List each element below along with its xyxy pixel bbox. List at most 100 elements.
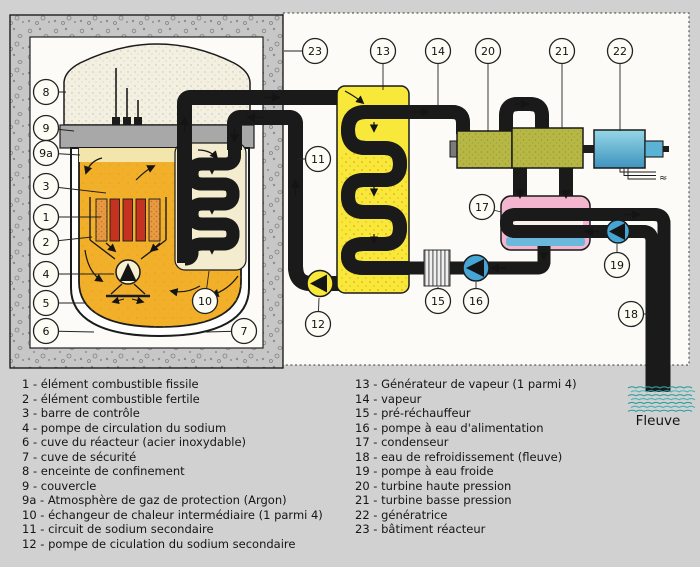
legend-right-column: 13 - Générateur de vapeur (1 parmi 4)14 … <box>355 377 577 537</box>
callout-number: 7 <box>241 325 248 338</box>
callout-1: 1 <box>32 203 101 231</box>
legend-item: 9 - couvercle <box>22 478 97 493</box>
wave-line <box>627 386 693 389</box>
cooling-water-pipes <box>499 208 671 393</box>
legend-item: 14 - vapeur <box>355 391 422 406</box>
callout-16: 16 <box>462 282 490 315</box>
callout-number: 22 <box>613 45 627 58</box>
legend-item: 23 - bâtiment réacteur <box>355 522 486 537</box>
legend-item: 22 - génératrice <box>355 507 448 522</box>
callout-20: 20 <box>474 37 502 132</box>
callout-number: 16 <box>469 295 483 308</box>
callout-number: 11 <box>311 153 325 166</box>
legend-item: 1 - élément combustible fissile <box>22 377 199 391</box>
callout-17: 17 <box>468 193 502 221</box>
fissile-rod <box>109 198 120 242</box>
turbine-generator-set: ≈ <box>449 127 669 184</box>
wave-line <box>630 398 696 401</box>
legend-item: 19 - pompe à eau froide <box>355 464 494 479</box>
callout-number: 13 <box>376 45 390 58</box>
callout-11: 11 <box>297 145 332 173</box>
callout-4: 4 <box>32 260 114 288</box>
callout-number: 4 <box>43 268 50 281</box>
feedwater-pump <box>462 254 490 282</box>
callout-14: 14 <box>424 37 452 107</box>
callout-19: 19 <box>603 244 631 279</box>
fertile-rod <box>148 198 161 242</box>
callout-9a: 9a <box>32 139 81 167</box>
secondary-sodium-loop <box>177 90 341 291</box>
callout-9: 9 <box>32 114 75 142</box>
legend-item: 10 - échangeur de chaleur intermédiaire … <box>22 507 323 522</box>
legend-item: 18 - eau de refroidissement (fleuve) <box>355 449 563 464</box>
river: Fleuve <box>627 386 696 429</box>
steam-generator <box>336 85 409 294</box>
callout-6: 6 <box>32 317 95 345</box>
legend-item: 7 - cuve de sécurité <box>22 449 137 464</box>
wave-line <box>630 405 696 409</box>
callout-number: 9 <box>43 122 50 135</box>
secondary-sodium-pump <box>306 269 334 298</box>
callout-number: 10 <box>198 295 212 308</box>
fissile-rod <box>135 198 146 242</box>
legend-item: 3 - barre de contrôle <box>22 406 140 421</box>
callout-13: 13 <box>369 37 397 90</box>
legend-item: 11 - circuit de sodium secondaire <box>22 522 214 537</box>
callout-number: 8 <box>43 86 50 99</box>
core-fuel-rods <box>89 197 167 260</box>
legend-item: 17 - condenseur <box>355 435 449 450</box>
callout-number: 5 <box>43 297 50 310</box>
callout-10: 10 <box>191 270 219 315</box>
callout-8: 8 <box>32 78 66 106</box>
legend-item: 8 - enceinte de confinement <box>22 464 185 479</box>
primary-pump <box>106 259 150 305</box>
callout-15: 15 <box>424 287 452 315</box>
flow-arrows <box>84 149 239 298</box>
callout-18: 18 <box>617 300 648 328</box>
river-waves <box>627 386 696 413</box>
callout-number: 17 <box>475 201 489 214</box>
legend-item: 12 - pompe de ciculation du sodium secon… <box>22 537 296 552</box>
callout-23: 23 <box>284 37 329 65</box>
generator-wires <box>619 168 656 180</box>
preheater <box>423 249 451 287</box>
callout-number: 20 <box>481 45 495 58</box>
callout-2: 2 <box>32 228 93 256</box>
feedwater-line <box>407 246 551 287</box>
callout-number: 2 <box>43 236 50 249</box>
hp-turbine <box>456 130 513 169</box>
legend-item: 6 - cuve du réacteur (acier inoxydable) <box>22 435 247 450</box>
legend-item: 4 - pompe de circulation du sodium <box>22 420 227 435</box>
reactor-lid <box>59 117 255 149</box>
cold-water-pump <box>605 219 631 244</box>
callout-number: 1 <box>43 211 50 224</box>
callout-3: 3 <box>32 172 107 200</box>
ac-symbol: ≈ <box>659 173 667 184</box>
callout-12: 12 <box>304 297 332 338</box>
callout-number: 18 <box>624 308 638 321</box>
callout-5: 5 <box>32 289 86 317</box>
lp-turbine <box>511 127 584 169</box>
callout-number: 12 <box>311 318 325 331</box>
callout-number: 23 <box>308 45 322 58</box>
generator-unit <box>593 129 646 169</box>
fertile-rod <box>95 198 108 242</box>
callout-number: 3 <box>43 180 50 193</box>
callout-number: 6 <box>43 325 50 338</box>
callout-7: 7 <box>205 317 258 345</box>
callout-number: 21 <box>555 45 569 58</box>
legend-item: 2 - élément combustible fertile <box>22 391 200 406</box>
callout-number: 14 <box>431 45 445 58</box>
legend-item: 20 - turbine haute pression <box>355 478 512 493</box>
legend-item: 21 - turbine basse pression <box>355 493 512 508</box>
callout-number: 19 <box>610 259 624 272</box>
callout-21: 21 <box>548 37 576 129</box>
legend-item: 16 - pompe à eau d'alimentation <box>355 420 544 435</box>
fissile-rod <box>122 198 133 242</box>
wave-line <box>627 401 693 405</box>
river-label: Fleuve <box>636 413 681 429</box>
